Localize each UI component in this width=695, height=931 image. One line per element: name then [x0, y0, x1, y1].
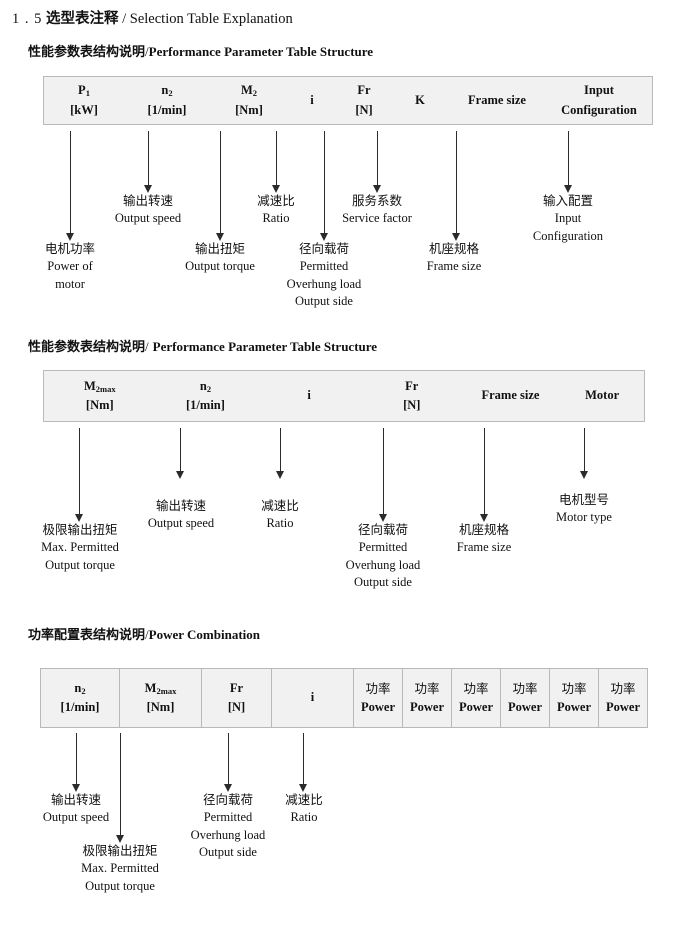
page-title: 1 . 5 选型表注释 / Selection Table Explanatio…: [12, 7, 293, 28]
arrow-p1: [70, 131, 71, 235]
arrow-m2: [220, 131, 221, 235]
arrowhead-n2: [176, 471, 184, 479]
page-title-sep: /: [122, 11, 127, 27]
arrowhead-input-configuration: [564, 185, 572, 193]
arrowhead-frame-size: [480, 514, 488, 522]
section-1-heading-sep: /: [145, 44, 149, 59]
note-frame-size: 机座规格 Frame size: [456, 522, 512, 554]
arrow-n2: [180, 428, 181, 473]
column-header-i: i: [271, 669, 353, 727]
note-overhung-load: 径向载荷 Permitted Overhung load Output side: [345, 522, 421, 590]
arrowhead-m2: [216, 233, 224, 241]
note-overhung-load: 径向载荷 Permitted Overhung load Output side: [190, 792, 266, 860]
arrowhead-fr: [379, 514, 387, 522]
arrowhead-frame-size: [452, 233, 460, 241]
arrow-fr: [324, 131, 325, 235]
note-service-factor: 服务系数 Service factor: [342, 193, 412, 225]
column-header-m2max: M2max [Nm]: [83, 378, 116, 412]
column-header-fr: Fr [N]: [355, 83, 373, 117]
column-header-motor: Motor: [585, 388, 620, 403]
arrowhead-m2max: [75, 514, 83, 522]
section-3-header-table: n2 [1/min] M2max [Nm] Fr [N] i 功率 Power …: [40, 668, 648, 728]
section-2-header-table: M2max [Nm] n2 [1/min] i Fr [N] Frame siz…: [43, 370, 645, 422]
column-header-n2: n2 [1/min]: [186, 378, 225, 412]
page-title-cn: 选型表注释: [46, 11, 119, 27]
note-power-of-motor: 电机功率 Power of motor: [44, 241, 95, 291]
column-header-n2: n2 [1/min]: [60, 680, 100, 714]
arrow-m2max: [79, 428, 80, 516]
arrow-n2: [148, 131, 149, 187]
arrowhead-m2max: [116, 835, 124, 843]
note-overhung-load: 径向载荷 Permitted Overhung load Output side: [286, 241, 362, 309]
arrow-i: [280, 428, 281, 473]
arrow-k: [377, 131, 378, 187]
arrow-frame-size: [456, 131, 457, 235]
arrowhead-fr: [224, 784, 232, 792]
section-2-heading-en: Performance Parameter Table Structure: [152, 339, 378, 354]
section-2-heading-cn: 性能参数表结构说明: [28, 340, 146, 355]
section-3-heading-sep: /: [145, 627, 149, 642]
section-1-heading: 性能参数表结构说明/Performance Parameter Table St…: [28, 41, 373, 61]
note-output-torque: 输出扭矩 Output torque: [185, 241, 255, 273]
section-2-heading: 性能参数表结构说明/ Performance Parameter Table S…: [28, 336, 377, 356]
column-header-m2max: M2max [Nm]: [119, 669, 201, 727]
column-header-power-1: 功率 Power: [353, 669, 402, 727]
note-output-speed: 输出转速 Output speed: [147, 498, 215, 530]
page-title-number: 1 . 5: [12, 11, 43, 27]
section-3-heading: 功率配置表结构说明/Power Combination: [28, 624, 260, 644]
column-header-i: i: [307, 388, 311, 403]
arrowhead-k: [373, 185, 381, 193]
arrowhead-i: [272, 185, 280, 193]
note-ratio: 减速比 Ratio: [257, 193, 295, 225]
section-1-header-table: P1 [kW] n2 [1/min] M2 [Nm] i Fr [N] K Fr…: [43, 76, 653, 125]
note-ratio: 减速比 Ratio: [285, 792, 323, 824]
arrow-n2: [76, 733, 77, 786]
note-max-permitted-output-torque: 极限输出扭矩 Max. Permitted Output torque: [81, 843, 159, 893]
column-header-frame-size: Frame size: [468, 92, 526, 107]
column-header-n2: n2 [1/min]: [147, 83, 187, 117]
arrow-frame-size: [484, 428, 485, 516]
column-header-power-2: 功率 Power: [402, 669, 451, 727]
arrow-fr: [383, 428, 384, 516]
arrow-fr: [228, 733, 229, 786]
arrow-input-configuration: [568, 131, 569, 187]
note-output-speed: 输出转速 Output speed: [114, 193, 182, 225]
column-header-frame-size: Frame size: [481, 388, 540, 403]
arrow-i: [276, 131, 277, 187]
arrow-i: [303, 733, 304, 786]
column-header-input-configuration: Input Configuration: [561, 83, 637, 117]
column-header-fr: Fr [N]: [201, 669, 271, 727]
arrowhead-n2: [72, 784, 80, 792]
section-3-heading-cn: 功率配置表结构说明: [28, 628, 146, 643]
arrow-m2max: [120, 733, 121, 837]
arrow-motor: [584, 428, 585, 473]
arrowhead-p1: [66, 233, 74, 241]
section-2-heading-sep: /: [145, 339, 149, 354]
section-1-heading-cn: 性能参数表结构说明: [28, 45, 146, 60]
column-header-p1: P1 [kW]: [70, 83, 98, 117]
section-3-heading-en: Power Combination: [148, 627, 260, 642]
note-ratio: 减速比 Ratio: [261, 498, 299, 530]
arrowhead-motor: [580, 471, 588, 479]
column-header-i: i: [310, 92, 314, 107]
arrowhead-i: [299, 784, 307, 792]
page-title-en: Selection Table Explanation: [129, 11, 293, 27]
column-header-k: K: [415, 92, 425, 107]
column-header-fr: Fr [N]: [403, 378, 421, 412]
note-frame-size: 机座规格 Frame size: [426, 241, 482, 273]
section-1-heading-en: Performance Parameter Table Structure: [148, 44, 374, 59]
column-header-power-6: 功率 Power: [598, 669, 647, 727]
column-header-m2: M2 [Nm]: [235, 83, 263, 117]
note-motor-type: 电机型号 Motor type: [556, 492, 612, 524]
arrowhead-n2: [144, 185, 152, 193]
column-header-power-4: 功率 Power: [500, 669, 549, 727]
note-output-speed: 输出转速 Output speed: [42, 792, 110, 824]
column-header-power-5: 功率 Power: [549, 669, 598, 727]
column-header-power-3: 功率 Power: [451, 669, 500, 727]
note-max-permitted-output-torque: 极限输出扭矩 Max. Permitted Output torque: [41, 522, 119, 572]
arrowhead-fr: [320, 233, 328, 241]
note-input-configuration: 输入配置 Input Configuration: [532, 193, 604, 243]
arrowhead-i: [276, 471, 284, 479]
